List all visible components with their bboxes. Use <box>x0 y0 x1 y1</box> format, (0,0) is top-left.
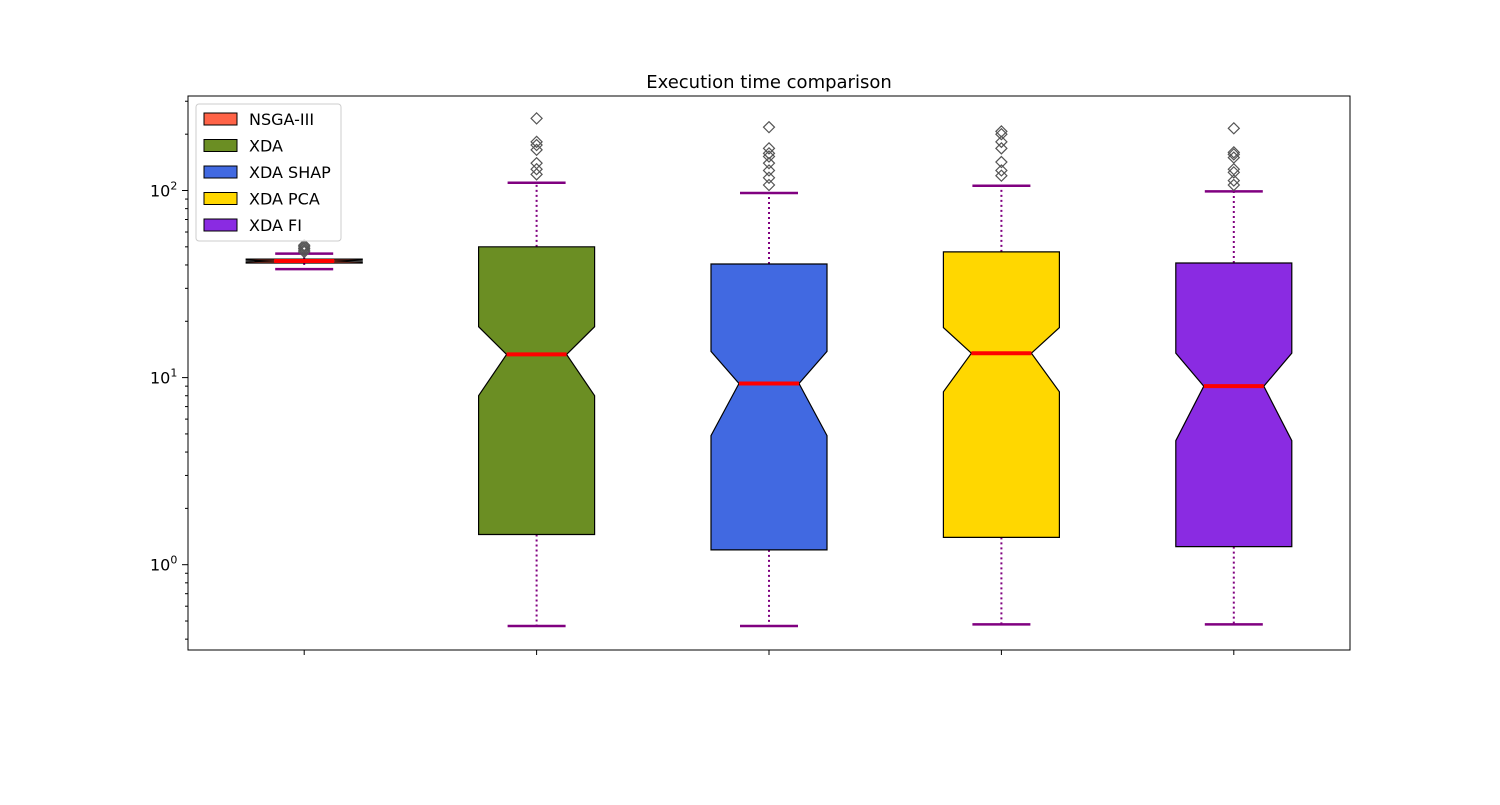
box-body <box>1175 262 1293 548</box>
box-xda-fi <box>1175 121 1293 626</box>
plot-frame <box>187 95 1351 651</box>
outlier-point <box>297 240 311 254</box>
outlier-point <box>762 146 776 160</box>
legend-label-nsga-iii: NSGA-III <box>249 110 314 129</box>
outlier-point <box>995 169 1008 183</box>
box-xda-pca <box>942 125 1061 626</box>
outlier-point <box>762 164 776 177</box>
chart-title: Execution time comparison <box>646 72 892 93</box>
y-tick-label: 101 <box>150 367 177 388</box>
outlier-point <box>1227 148 1241 161</box>
outlier-point <box>530 112 543 125</box>
legend: NSGA-III XDA XDA SHAP XDA PCA XDA FI <box>195 103 342 242</box>
legend-swatch-xda-fi <box>203 218 238 232</box>
outlier-point <box>762 178 776 192</box>
outlier-point <box>1227 162 1241 176</box>
outlier-point <box>530 143 543 157</box>
outlier-point <box>995 155 1008 169</box>
outlier-point <box>1227 121 1241 135</box>
box-nsga-iii <box>245 238 363 271</box>
legend-label-xda: XDA <box>249 137 283 156</box>
outlier-point <box>995 135 1008 149</box>
y-tick-label: 100 <box>150 554 177 575</box>
box-xda <box>478 112 596 628</box>
outlier-point <box>530 135 543 149</box>
outlier-point <box>995 125 1008 138</box>
outlier-point <box>762 142 776 155</box>
legend-swatch-nsga-iii <box>203 112 238 126</box>
box-body <box>710 263 828 551</box>
legend-swatch-xda-pca <box>203 192 238 205</box>
legend-label-xda-shap: XDA SHAP <box>249 163 331 182</box>
y-axis: 100 101 102 <box>150 100 1235 655</box>
outlier-point <box>530 168 543 181</box>
legend-frame <box>195 103 342 242</box>
outlier-point <box>762 171 776 185</box>
outlier-point <box>530 156 543 170</box>
legend-label-xda-fi: XDA FI <box>249 216 302 235</box>
y-tick-label: 102 <box>150 180 177 201</box>
legend-swatch-xda <box>203 139 238 152</box>
outlier-point <box>995 127 1008 141</box>
legend-swatch-xda-shap <box>203 165 238 179</box>
legend-label-xda-pca: XDA PCA <box>249 190 320 209</box>
outlier-point <box>530 162 543 176</box>
outlier-point <box>762 156 776 170</box>
plot-area <box>245 112 1293 628</box>
outlier-point <box>995 164 1008 177</box>
outlier-point <box>995 142 1008 155</box>
outlier-point <box>762 120 776 134</box>
outlier-point <box>1227 145 1241 159</box>
box-body <box>942 251 1061 539</box>
box-body <box>478 246 596 536</box>
box-xda-shap <box>710 120 828 628</box>
outlier-point <box>297 238 311 252</box>
outlier-point <box>1227 174 1241 187</box>
